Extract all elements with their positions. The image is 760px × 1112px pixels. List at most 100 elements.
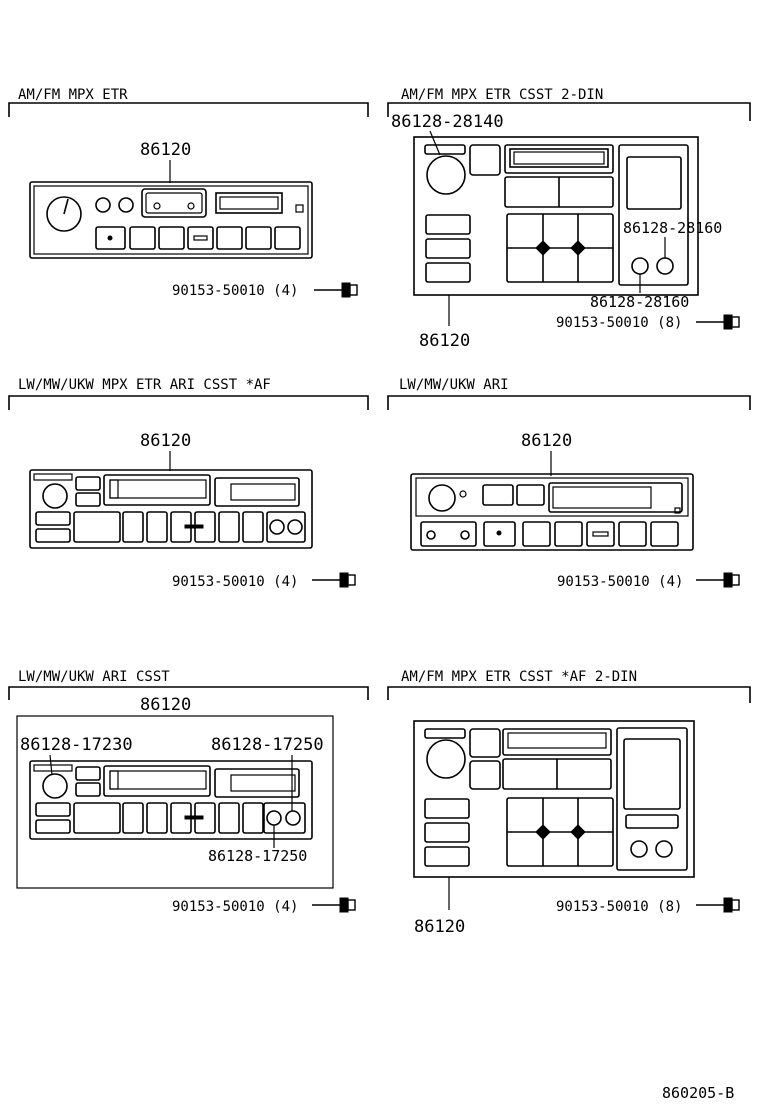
- radio-faceplate: [29, 469, 313, 549]
- mode-button: [424, 822, 470, 843]
- section-1-header: AM/FM MPX ETR: [18, 87, 128, 103]
- section-3-bolt-label: 90153-50010 (4): [172, 574, 298, 590]
- upper-panel: [415, 477, 689, 517]
- volume-knob-icon: [426, 155, 466, 195]
- preset-button: [146, 511, 168, 543]
- function-button: [516, 484, 545, 506]
- section-4-part-number: 86120: [521, 431, 572, 451]
- callout-86128-28160: 86128-28160: [623, 219, 722, 237]
- small-knob-icon: [287, 519, 303, 535]
- volume-knob-icon: [42, 483, 68, 509]
- display-window: [141, 188, 207, 218]
- section-3-header: LW/MW/UKW MPX ETR ARI CSST *AF: [18, 377, 271, 393]
- section-6: AM/FM MPX ETR CSST *AF 2-DIN: [387, 669, 751, 937]
- section-6-bolt-label: 90153-50010 (8): [556, 899, 682, 915]
- small-knob-icon: [630, 840, 648, 858]
- radio-unit-1: [29, 181, 313, 259]
- cassette-slot: [109, 770, 207, 790]
- lcd-display-inner: [219, 196, 279, 210]
- section-1-part-number: 86120: [140, 140, 191, 160]
- section-3: LW/MW/UKW MPX ETR ARI CSST *AF 86120: [8, 377, 369, 590]
- tape-button: [73, 802, 121, 834]
- mode-button: [425, 214, 471, 235]
- lcd-display: [214, 477, 300, 507]
- preset-button: [122, 511, 144, 543]
- bolt-icon: [696, 897, 740, 913]
- section-4-bolt-label: 90153-50010 (4): [557, 574, 683, 590]
- radio-unit-5: [29, 760, 313, 840]
- section-2-bolt-label: 90153-50010 (8): [556, 315, 682, 331]
- section-2: AM/FM MPX ETR CSST 2-DIN 86128-28140: [387, 87, 751, 351]
- section-5-bolt-label: 90153-50010 (4): [172, 899, 298, 915]
- bolt-icon: [696, 314, 740, 330]
- indicator-dot: [187, 202, 195, 210]
- section-4: LW/MW/UKW ARI 86120 90153-50010: [387, 377, 751, 590]
- volume-knob-icon: [428, 484, 456, 512]
- function-button: [469, 144, 501, 176]
- preset-button: [187, 226, 214, 250]
- radio-faceplate: [29, 181, 313, 259]
- callout-86128-28160-lower: 86128-28160: [590, 293, 689, 311]
- radio-faceplate: [29, 760, 313, 840]
- radio-unit-2: [413, 136, 699, 296]
- preset-button: [554, 521, 583, 547]
- function-button: [469, 728, 501, 758]
- section-3-bracket: [8, 395, 369, 410]
- mode-button: [35, 802, 71, 817]
- section-1-bolt-label: 90153-50010 (4): [172, 283, 298, 299]
- function-button: [75, 766, 101, 781]
- side-panel: [618, 144, 689, 286]
- cassette-door: [103, 474, 211, 506]
- indicator-led: [295, 204, 304, 213]
- button-dot: [107, 235, 113, 241]
- section-1-bracket: [8, 102, 369, 117]
- cassette-door: [103, 765, 211, 797]
- bolt-icon: [314, 282, 358, 298]
- section-6-bracket: [387, 686, 751, 703]
- callout-86128-17250: 86128-17250: [211, 735, 324, 755]
- preset-button: [483, 521, 516, 547]
- preset-button: [95, 226, 126, 250]
- lcd-display-inner: [230, 774, 296, 792]
- cassette-door: [504, 144, 614, 174]
- section-6-header: AM/FM MPX ETR CSST *AF 2-DIN: [401, 669, 637, 685]
- section-5-header: LW/MW/UKW ARI CSST: [18, 669, 170, 685]
- callout-86128-28140: 86128-28140: [391, 112, 504, 132]
- cassette-slot-inner: [513, 151, 605, 165]
- cassette-door: [502, 728, 612, 756]
- eject-bar: [184, 524, 204, 529]
- reference-code: 860205-B: [662, 1084, 734, 1102]
- mode-button: [35, 511, 71, 526]
- section-3-part-number: 86120: [140, 431, 191, 451]
- function-button: [75, 782, 101, 797]
- indicator-dot: [153, 202, 161, 210]
- small-knob-icon: [460, 530, 470, 540]
- eject-bar: [184, 815, 204, 820]
- lcd-display-inner: [230, 483, 296, 501]
- section-5-bracket: [8, 686, 369, 700]
- lcd-display-inner: [552, 486, 652, 509]
- preset-button: [242, 802, 264, 834]
- side-panel: [616, 727, 688, 871]
- side-button: [625, 814, 679, 829]
- power-button: [424, 144, 466, 155]
- lcd-display: [548, 482, 683, 513]
- preset-button: [245, 226, 272, 250]
- cassette-slot: [509, 148, 609, 168]
- function-button: [482, 484, 514, 506]
- display-window-inner: [145, 192, 203, 214]
- section-5-part-number: 86120: [140, 695, 191, 715]
- small-knob-icon: [656, 257, 674, 275]
- section-2-part-number: 86120: [419, 331, 470, 351]
- preset-button: [618, 521, 647, 547]
- preset-button: [218, 802, 240, 834]
- radio-faceplate: [413, 136, 699, 296]
- volume-knob-icon: [46, 196, 82, 232]
- preset-button: [650, 521, 679, 547]
- mode-button: [425, 238, 471, 259]
- preset-button: [216, 226, 243, 250]
- callout-86128-17250-lower: 86128-17250: [208, 847, 307, 865]
- function-button: [469, 760, 501, 790]
- eject-slot: [193, 235, 208, 241]
